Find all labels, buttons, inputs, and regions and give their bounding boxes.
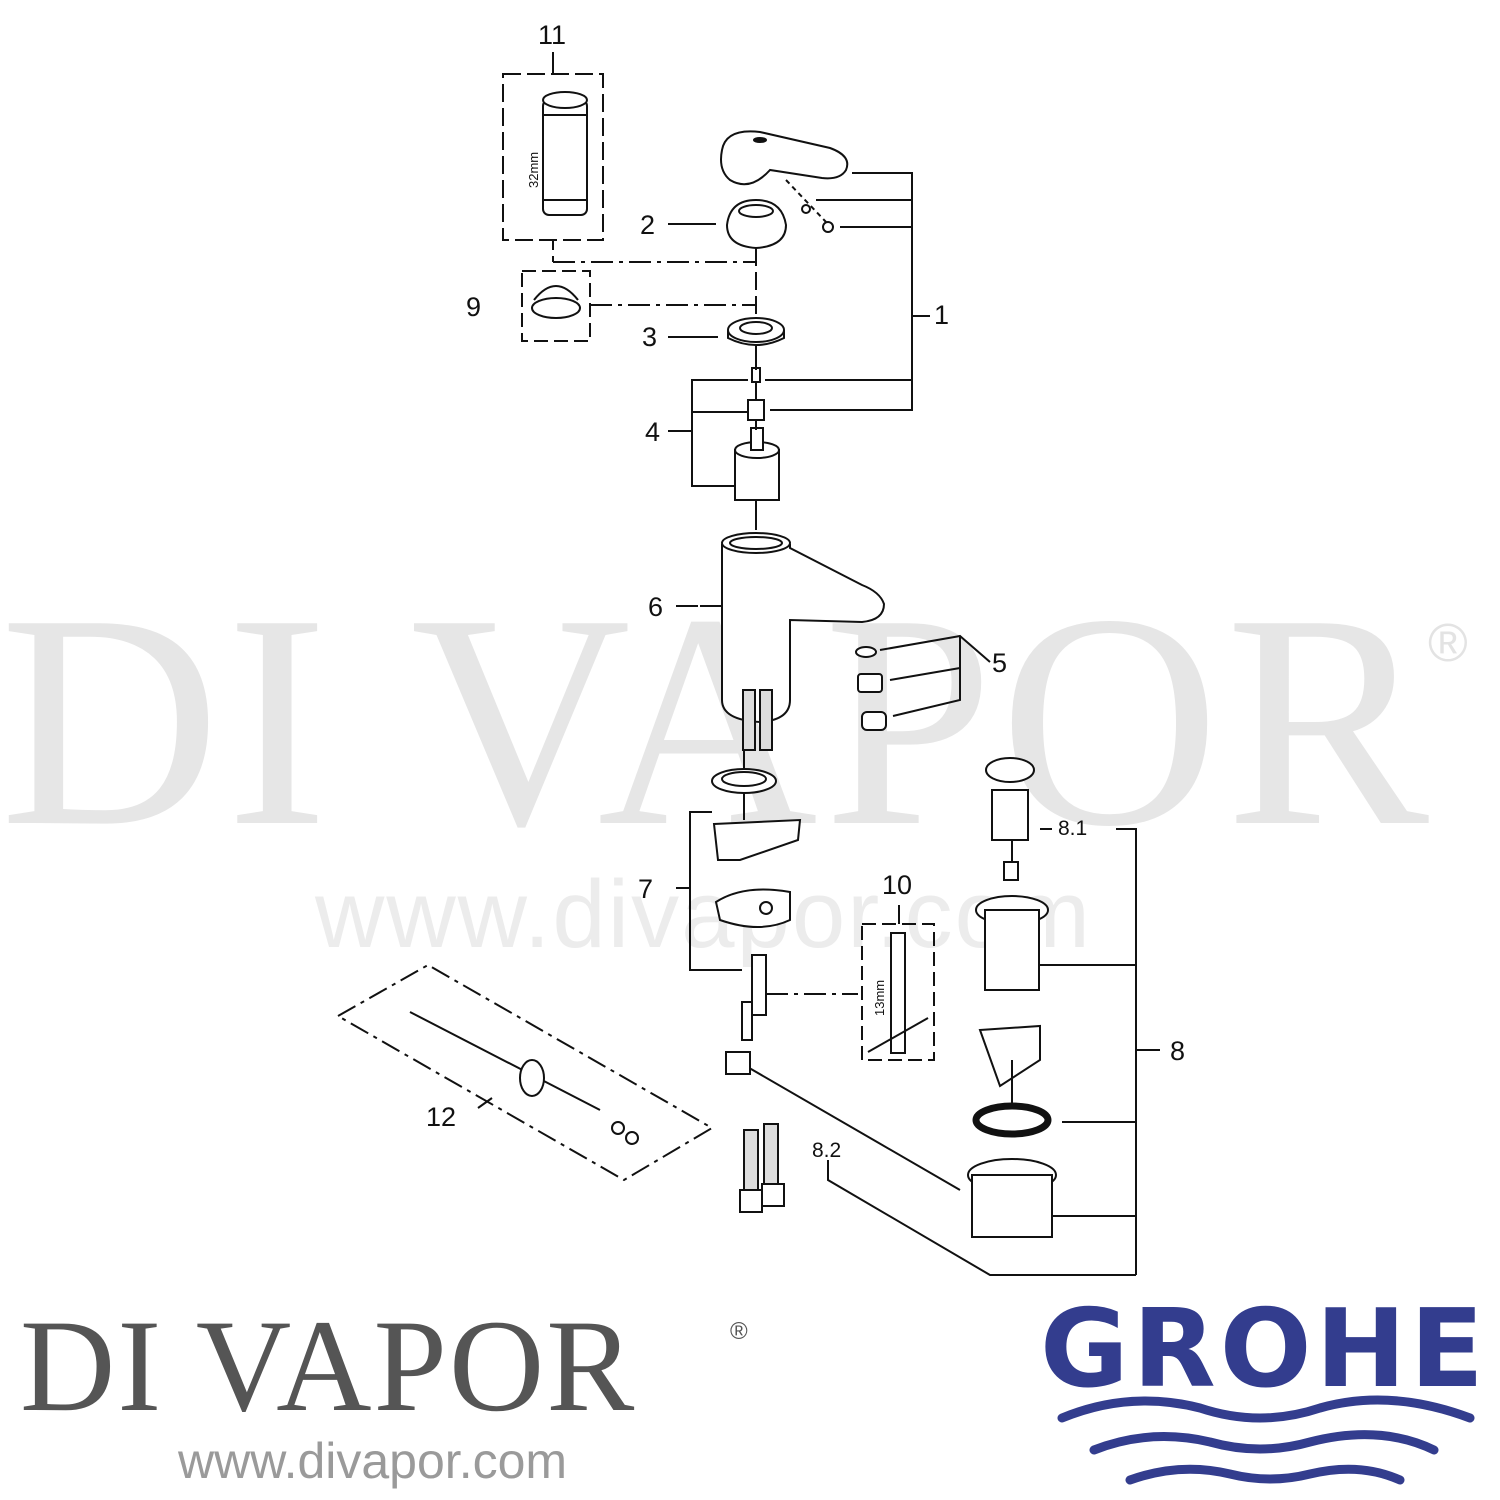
callout-12: 12 xyxy=(426,1102,457,1132)
callout-2: 2 xyxy=(640,210,656,240)
callout-3: 3 xyxy=(642,322,658,352)
divapor-registered-mark: ® xyxy=(730,1318,748,1345)
grohe-logo: GROHE xyxy=(1040,1287,1488,1412)
callout-7: 7 xyxy=(638,874,654,904)
tool-12-rod xyxy=(409,1011,639,1145)
divapor-url: www.divapor.com xyxy=(178,1433,568,1489)
callout-8-1: 8.1 xyxy=(1058,817,1088,840)
watermark-registered: ® xyxy=(1428,613,1468,673)
part-7-fixing-set xyxy=(711,768,802,928)
callout-11: 11 xyxy=(538,20,567,50)
callout-4: 4 xyxy=(645,417,661,447)
part-3-nut xyxy=(727,317,785,346)
callout-8-2: 8.2 xyxy=(812,1139,842,1162)
callout-8: 8 xyxy=(1170,1036,1186,1066)
tool-10-box xyxy=(861,923,935,1061)
part-8-pop-up-waste xyxy=(967,757,1057,1238)
tool-9-key xyxy=(531,285,581,319)
callout-1: 1 xyxy=(934,300,950,330)
callout-6: 6 xyxy=(648,592,664,622)
divapor-logo: DI VAPOR xyxy=(20,1292,637,1439)
part-5-aerator xyxy=(855,646,887,731)
part-2-cover-cap xyxy=(725,198,788,250)
callout-5: 5 xyxy=(992,648,1008,678)
watermark-url: www.divapor.com xyxy=(315,861,1092,968)
callout-9: 9 xyxy=(466,292,482,322)
mixer-body xyxy=(721,532,886,724)
tool-11-socket-wrench xyxy=(542,91,588,216)
part-1-handle xyxy=(720,130,849,186)
tool-10-socket-spanner xyxy=(867,932,929,1054)
callout-10: 10 xyxy=(882,870,913,900)
watermark-brand: DI VAPOR xyxy=(0,551,1436,889)
